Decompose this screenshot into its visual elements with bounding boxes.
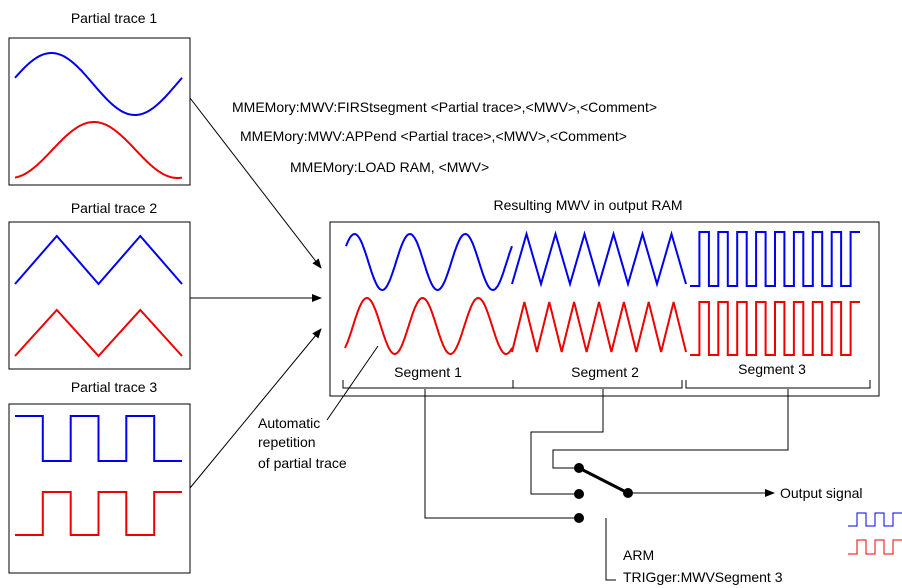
result-upper-segment-3-waveform <box>690 231 860 287</box>
result-lower-segment-3-waveform <box>690 301 860 356</box>
result-lower-segment-2-waveform <box>511 301 687 353</box>
result-upper-segment-1-waveform <box>345 232 513 292</box>
trace-2-upper-waveform <box>14 234 183 286</box>
trace-1-upper-waveform <box>14 52 183 116</box>
note-line-1: Automatic <box>258 415 320 431</box>
result-box <box>329 221 880 397</box>
trace-1-lower-waveform <box>14 121 183 179</box>
arrow-trace-1 <box>189 97 322 269</box>
command-append: MMEMory:MWV:APPend <Partial trace>,<MWV>… <box>240 128 627 144</box>
switch-contact-segment-2 <box>574 489 584 499</box>
arrow-trace-3 <box>189 328 322 489</box>
trace-1-box <box>8 37 191 186</box>
wire-segment-3 <box>552 389 789 469</box>
trace-1-title: Partial trace 1 <box>71 10 158 26</box>
note-line-2: repetition <box>258 434 316 450</box>
trace-3-upper-waveform <box>15 415 182 462</box>
switch-lever <box>578 466 629 495</box>
trace-2-title: Partial trace 2 <box>71 200 158 216</box>
trigger-arm-label: ARM <box>623 547 654 563</box>
trace-2-box <box>8 221 191 370</box>
command-first-segment: MMEMory:MWV:FIRStsegment <Partial trace>… <box>232 99 657 115</box>
wire-segment-2 <box>530 389 604 495</box>
segment-bracket-1-2 <box>342 380 683 389</box>
segment-3-label: Segment 3 <box>738 361 806 377</box>
wire-segment-1 <box>424 389 579 519</box>
output-signal-label: Output signal <box>780 485 863 501</box>
trace-3-lower-waveform <box>15 491 182 536</box>
trigger-leader-line <box>605 518 616 581</box>
segment-1-label: Segment 1 <box>394 364 462 380</box>
output-signal-upper-icon <box>848 512 902 527</box>
result-upper-segment-2-waveform <box>511 230 687 288</box>
segment-bracket-3 <box>685 380 871 389</box>
trace-3-title: Partial trace 3 <box>71 379 158 395</box>
command-load-ram: MMEMory:LOAD RAM, <MWV> <box>290 159 489 175</box>
trace-3-box <box>8 403 191 574</box>
result-lower-segment-1-waveform <box>344 296 513 356</box>
note-line-3: of partial trace <box>258 455 347 471</box>
repetition-pointer-line <box>326 345 379 421</box>
switch-contact-segment-1 <box>574 513 584 523</box>
result-title: Resulting MWV in output RAM <box>493 197 682 213</box>
trigger-command-label: TRIGger:MWVSegment 3 <box>623 569 783 585</box>
segment-2-label: Segment 2 <box>571 364 639 380</box>
trace-2-lower-waveform <box>14 308 183 358</box>
output-signal-lower-icon <box>848 539 902 555</box>
